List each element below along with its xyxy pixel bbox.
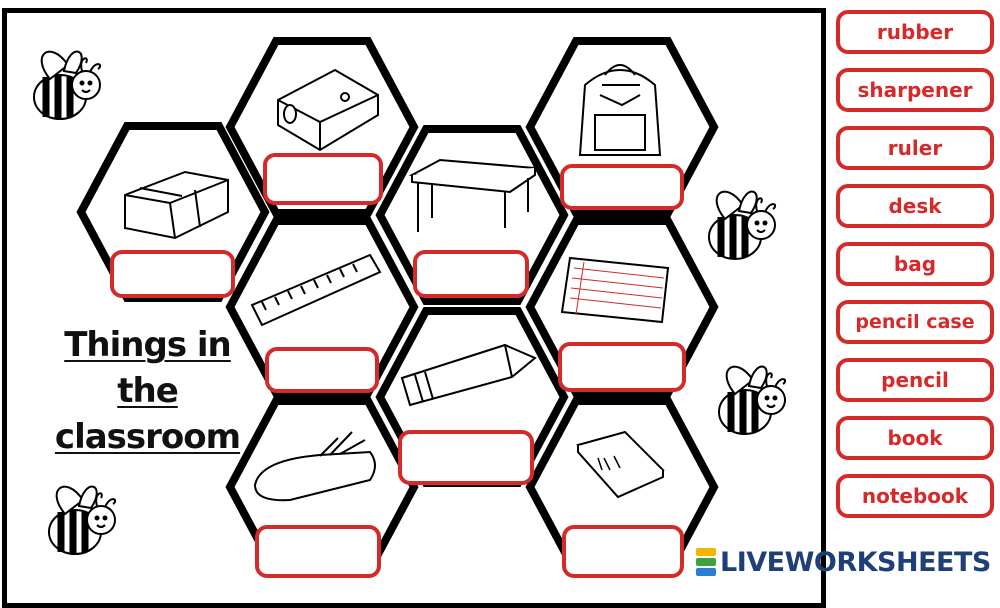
- word-tile-pencil[interactable]: pencil: [836, 358, 994, 402]
- honeycomb-board: [0, 0, 830, 585]
- worksheet-title: Things in the classroom: [40, 322, 255, 460]
- sharpener-icon: [277, 68, 379, 152]
- word-tile-ruler[interactable]: ruler: [836, 126, 994, 170]
- logo-badge-icon: [696, 548, 716, 576]
- logo-text: LIVEWORKSHEETS: [720, 546, 991, 578]
- title-line: the: [117, 371, 179, 411]
- drop-box-pencil-case[interactable]: [255, 525, 381, 578]
- drop-box-desk[interactable]: [413, 250, 529, 298]
- word-tile-desk[interactable]: desk: [836, 184, 994, 228]
- ruler-icon: [250, 253, 382, 327]
- drop-box-pencil[interactable]: [398, 430, 534, 485]
- bee-icon: [34, 52, 100, 119]
- word-tile-book[interactable]: book: [836, 416, 994, 460]
- desk-icon: [408, 158, 538, 232]
- bee-icon: [49, 487, 115, 554]
- drop-box-book[interactable]: [562, 525, 684, 578]
- word-tile-bag[interactable]: bag: [836, 242, 994, 286]
- liveworksheets-logo: LIVEWORKSHEETS: [696, 542, 991, 582]
- drop-box-sharpener[interactable]: [263, 153, 383, 205]
- word-tile-pencil-case[interactable]: pencil case: [836, 300, 994, 344]
- drop-box-notebook[interactable]: [558, 342, 686, 392]
- book-icon: [576, 430, 665, 499]
- bag-icon: [578, 64, 662, 156]
- drop-box-bag[interactable]: [560, 164, 684, 210]
- pencil-icon: [400, 343, 537, 407]
- word-tile-notebook[interactable]: notebook: [836, 474, 994, 518]
- title-line: Things in: [64, 325, 232, 365]
- pencil-case-icon: [253, 431, 376, 502]
- bee-icon: [709, 192, 775, 259]
- word-tile-sharpener[interactable]: sharpener: [836, 68, 994, 112]
- drop-box-ruler[interactable]: [265, 347, 379, 393]
- drop-box-rubber[interactable]: [110, 250, 235, 298]
- title-line: classroom: [54, 417, 241, 457]
- word-tile-rubber[interactable]: rubber: [836, 10, 994, 54]
- bee-icon: [719, 367, 785, 434]
- rubber-icon: [124, 170, 229, 240]
- notebook-icon: [560, 256, 670, 324]
